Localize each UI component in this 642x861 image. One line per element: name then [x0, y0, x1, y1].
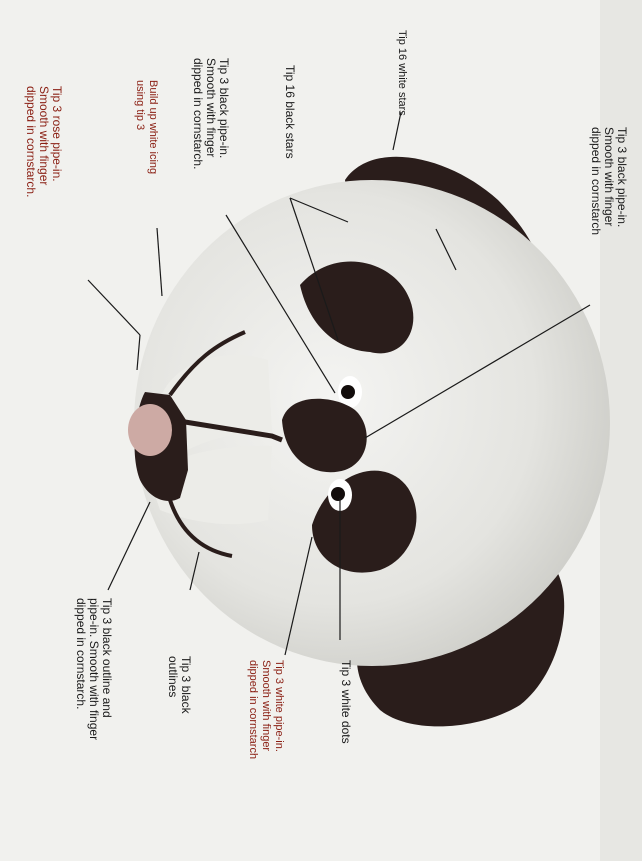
tongue	[128, 404, 172, 456]
label-tip3-black-outline-pipe-in: Tip 3 black outline and pipe-in. Smooth …	[74, 598, 113, 740]
label-tip3-black-pipe-in-nose: Tip 3 black pipe-in. Smooth with finger …	[191, 58, 230, 169]
eye-bottom-pupil	[331, 487, 345, 501]
label-tip16-white-stars: Tip 16 white stars	[395, 30, 408, 116]
label-tip3-white-pipe-in: Tip 3 white pipe-in. Smooth with finger …	[246, 660, 285, 759]
label-tip3-rose-pipe-in: Tip 3 rose pipe-in. Smooth with finger d…	[24, 86, 63, 197]
label-tip3-black-outlines: Tip 3 black outlines	[166, 656, 192, 714]
label-tip16-black-stars: Tip 16 black stars	[283, 65, 296, 159]
eye-top-pupil	[341, 385, 355, 399]
label-build-up-white-icing: Build up white icing using tip 3	[133, 80, 159, 174]
label-tip3-white-dots: Tip 3 white dots	[339, 660, 352, 744]
label-tip3-black-pipe-in-ear: Tip 3 black pipe-in. Smooth with finger …	[589, 127, 628, 235]
